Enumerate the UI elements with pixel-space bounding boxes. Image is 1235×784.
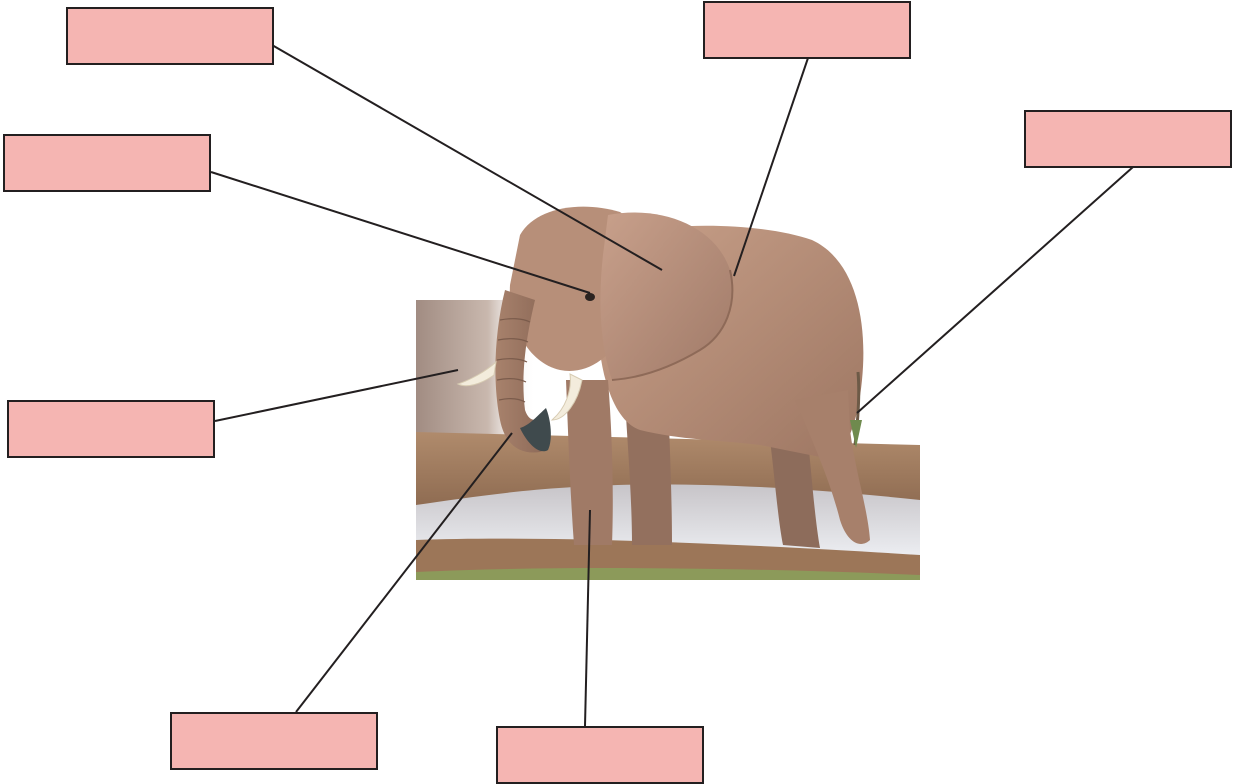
leader-line-leg [584, 509, 591, 727]
front-leg-far [625, 400, 672, 545]
hind-leg-near [795, 390, 870, 544]
label-box-tail[interactable] [1024, 110, 1232, 168]
label-box-tusk[interactable] [7, 400, 215, 458]
label-box-leg[interactable] [496, 726, 704, 784]
trunk-wrinkles [496, 318, 531, 403]
tusk-right [550, 373, 583, 421]
elephant-eye [585, 293, 595, 301]
leader-lines [210, 44, 1134, 727]
ear-edge [611, 269, 734, 381]
leader-line-eye [210, 171, 591, 294]
hind-leg-far [770, 440, 820, 548]
leader-line-ear [271, 44, 663, 271]
leader-line-trunk [295, 432, 513, 713]
tusk-left [456, 360, 497, 387]
label-box-eye[interactable] [3, 134, 211, 192]
label-box-back[interactable] [703, 1, 911, 59]
trunk-tip [520, 408, 551, 452]
leader-line-tusk [214, 369, 459, 422]
grass-strip [416, 568, 920, 580]
front-leg-near [566, 380, 613, 545]
leader-line-tail [856, 166, 1134, 414]
elephant-photo [416, 206, 920, 580]
elephant-trunk [495, 290, 551, 453]
label-box-ear[interactable] [66, 7, 274, 65]
tail-grass [850, 420, 862, 448]
leader-line-back [733, 57, 809, 277]
label-box-trunk[interactable] [170, 712, 378, 770]
